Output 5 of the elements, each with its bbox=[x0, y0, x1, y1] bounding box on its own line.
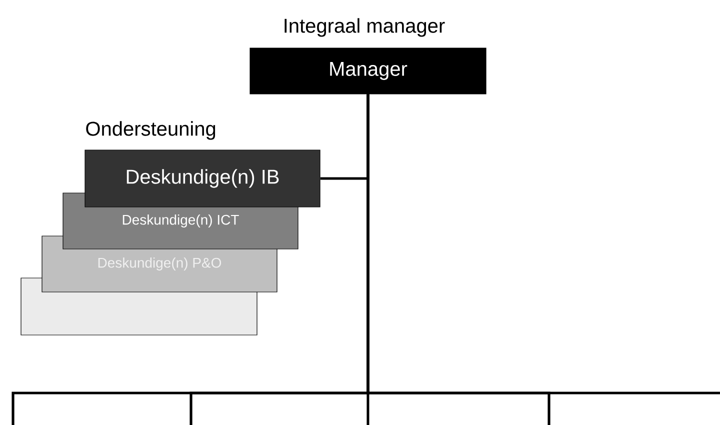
role-box: Integraal manager Manager bbox=[250, 18, 486, 94]
connector-line bbox=[366, 94, 550, 425]
group-heading: Ondersteuning bbox=[86, 121, 216, 140]
role-box: Deskundige(n) IB bbox=[84, 150, 320, 208]
node-label: Integraal manager bbox=[284, 18, 445, 37]
